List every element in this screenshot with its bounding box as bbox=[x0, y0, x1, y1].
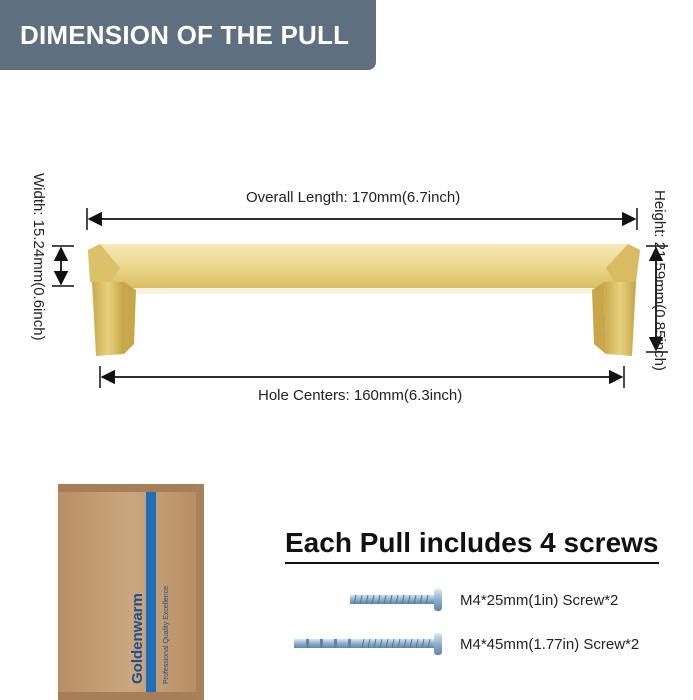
hole-centers-dimension bbox=[99, 366, 625, 388]
screw-item: M4*25mm(1in) Screw*2 bbox=[350, 588, 618, 612]
long-screw-label: M4*45mm(1.77in) Screw*2 bbox=[460, 635, 640, 653]
box-brand-text: Goldenwarm bbox=[129, 593, 146, 684]
cabinet-pull-image bbox=[88, 244, 640, 356]
hole-centers-label: Hole Centers: 160mm(6.3inch) bbox=[258, 387, 463, 404]
header-banner: DIMENSION OF THE PULL bbox=[0, 0, 376, 70]
height-dimension bbox=[646, 245, 668, 353]
packaging-box-image: Goldenwarm Professional Quality Excellen… bbox=[58, 484, 204, 700]
width-dimension bbox=[52, 245, 74, 287]
banner-title: DIMENSION OF THE PULL bbox=[20, 19, 350, 50]
short-screw-image bbox=[350, 589, 442, 611]
screws-heading: Each Pull includes 4 screws bbox=[285, 527, 659, 564]
long-screw-image bbox=[294, 633, 442, 655]
height-label: Height: 21.59mm(0.85inch) bbox=[651, 190, 668, 371]
short-screw-label: M4*25mm(1in) Screw*2 bbox=[460, 591, 619, 609]
pull-dimension-diagram bbox=[52, 208, 668, 388]
width-label: Width: 15.24mm(0.6inch) bbox=[30, 173, 47, 341]
box-tagline-text: Professional Quality Excellence bbox=[163, 586, 170, 684]
overall-length-dimension bbox=[86, 208, 638, 230]
screw-item: M4*45mm(1.77in) Screw*2 bbox=[294, 632, 639, 656]
overall-length-label: Overall Length: 170mm(6.7inch) bbox=[246, 189, 461, 206]
